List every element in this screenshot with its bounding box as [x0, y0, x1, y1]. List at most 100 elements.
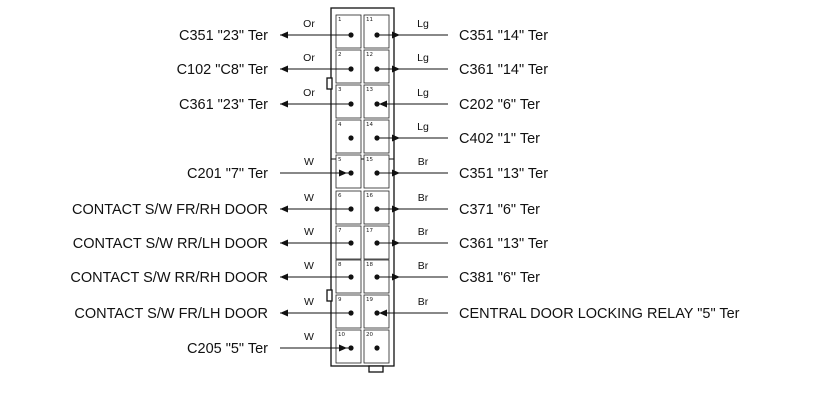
terminal-dot	[348, 170, 354, 176]
wire-left: W CONTACT S/W RR/RH DOOR	[70, 260, 350, 286]
wire-destination-label: C361 "23" Ter	[179, 97, 268, 113]
wire-color: Or	[303, 52, 315, 64]
arrow-out-icon	[392, 205, 400, 213]
pin-number-right: 15	[366, 157, 373, 163]
pin-number-right: 17	[366, 228, 373, 234]
arrow-out-icon	[280, 65, 288, 73]
wire-destination-label: C351 "13" Ter	[459, 166, 548, 182]
connector-key-upper	[326, 77, 333, 90]
terminal-dot	[348, 101, 354, 107]
pin-number-right: 20	[366, 332, 373, 338]
arrow-out-icon	[280, 239, 288, 247]
terminal-cell-left	[335, 294, 362, 329]
wire-destination-label: C201 "7" Ter	[187, 166, 268, 182]
wire-color: Lg	[417, 121, 429, 133]
wire-color: W	[304, 226, 314, 238]
pin-number-left: 1	[338, 17, 342, 23]
arrow-out-icon	[392, 239, 400, 247]
terminal-cell-left	[335, 119, 362, 154]
terminal-dot	[374, 101, 380, 107]
wire-color: W	[304, 260, 314, 272]
wire-color: Lg	[417, 52, 429, 64]
wire-left: W CONTACT S/W RR/LH DOOR	[73, 226, 350, 252]
pin-number-right: 16	[366, 193, 373, 199]
pin-number-right: 11	[366, 17, 373, 23]
arrow-in-icon	[339, 169, 347, 177]
wire-color: Br	[418, 156, 429, 168]
pin-number-right: 14	[366, 122, 373, 128]
arrow-out-icon	[392, 65, 400, 73]
wire-destination-label: C361 "14" Ter	[459, 62, 548, 78]
terminal-dot	[348, 240, 354, 246]
arrow-out-icon	[280, 205, 288, 213]
terminal-dot	[348, 66, 354, 72]
pin-number-left: 5	[338, 157, 342, 163]
wire-destination-label: CONTACT S/W RR/LH DOOR	[73, 236, 268, 252]
wire-color: Br	[418, 192, 429, 204]
terminal-dot	[374, 135, 380, 141]
arrow-out-icon	[392, 169, 400, 177]
arrow-in-icon	[379, 100, 387, 108]
connector-key-lower	[326, 289, 333, 302]
terminal-dot	[374, 345, 380, 351]
wire-color: Br	[418, 296, 429, 308]
terminal-dot	[348, 274, 354, 280]
wire-color: W	[304, 331, 314, 343]
pin-number-left: 8	[338, 262, 342, 268]
terminal-dot	[374, 170, 380, 176]
arrow-out-icon	[392, 31, 400, 39]
wire-destination-label: CENTRAL DOOR LOCKING RELAY "5" Ter	[459, 306, 740, 322]
wire-color: Or	[303, 87, 315, 99]
terminal-cell-left	[335, 49, 362, 84]
wire-destination-label: C361 "13" Ter	[459, 236, 548, 252]
pin-number-left: 7	[338, 228, 342, 234]
pin-number-left: 2	[338, 52, 342, 58]
pin-number-left: 4	[338, 122, 342, 128]
connector-latch-tab	[368, 365, 384, 373]
terminal-cell-right	[363, 14, 390, 49]
pin-number-left: 6	[338, 193, 342, 199]
terminal-dot	[374, 274, 380, 280]
wire-destination-label: CONTACT S/W FR/RH DOOR	[72, 202, 268, 218]
pin-number-right: 12	[366, 52, 373, 58]
wire-destination-label: CONTACT S/W RR/RH DOOR	[70, 270, 268, 286]
wire-color: Br	[418, 260, 429, 272]
wire-destination-label: C351 "23" Ter	[179, 28, 268, 44]
wire-color: W	[304, 296, 314, 308]
pin-number-right: 19	[366, 297, 373, 303]
wire-destination-label: C381 "6" Ter	[459, 270, 540, 286]
terminal-dot	[374, 32, 380, 38]
arrow-in-icon	[379, 309, 387, 317]
arrow-in-icon	[339, 344, 347, 352]
arrow-out-icon	[280, 273, 288, 281]
terminal-dot	[348, 135, 354, 141]
pin-number-right: 18	[366, 262, 373, 268]
wire-destination-label: C102 "C8" Ter	[177, 62, 269, 78]
terminal-cell-left	[335, 14, 362, 49]
terminal-dot	[348, 345, 354, 351]
terminal-dot	[374, 240, 380, 246]
terminal-dot	[348, 206, 354, 212]
terminal-dot	[348, 310, 354, 316]
terminal-dot	[348, 32, 354, 38]
wire-color: Lg	[417, 18, 429, 30]
pin-number-left: 9	[338, 297, 342, 303]
pin-number-left: 3	[338, 87, 342, 93]
wire-color: Br	[418, 226, 429, 238]
pin-number-right: 13	[366, 87, 373, 93]
arrow-out-icon	[280, 100, 288, 108]
wire-destination-label: C205 "5" Ter	[187, 341, 268, 357]
wire-color: Or	[303, 18, 315, 30]
